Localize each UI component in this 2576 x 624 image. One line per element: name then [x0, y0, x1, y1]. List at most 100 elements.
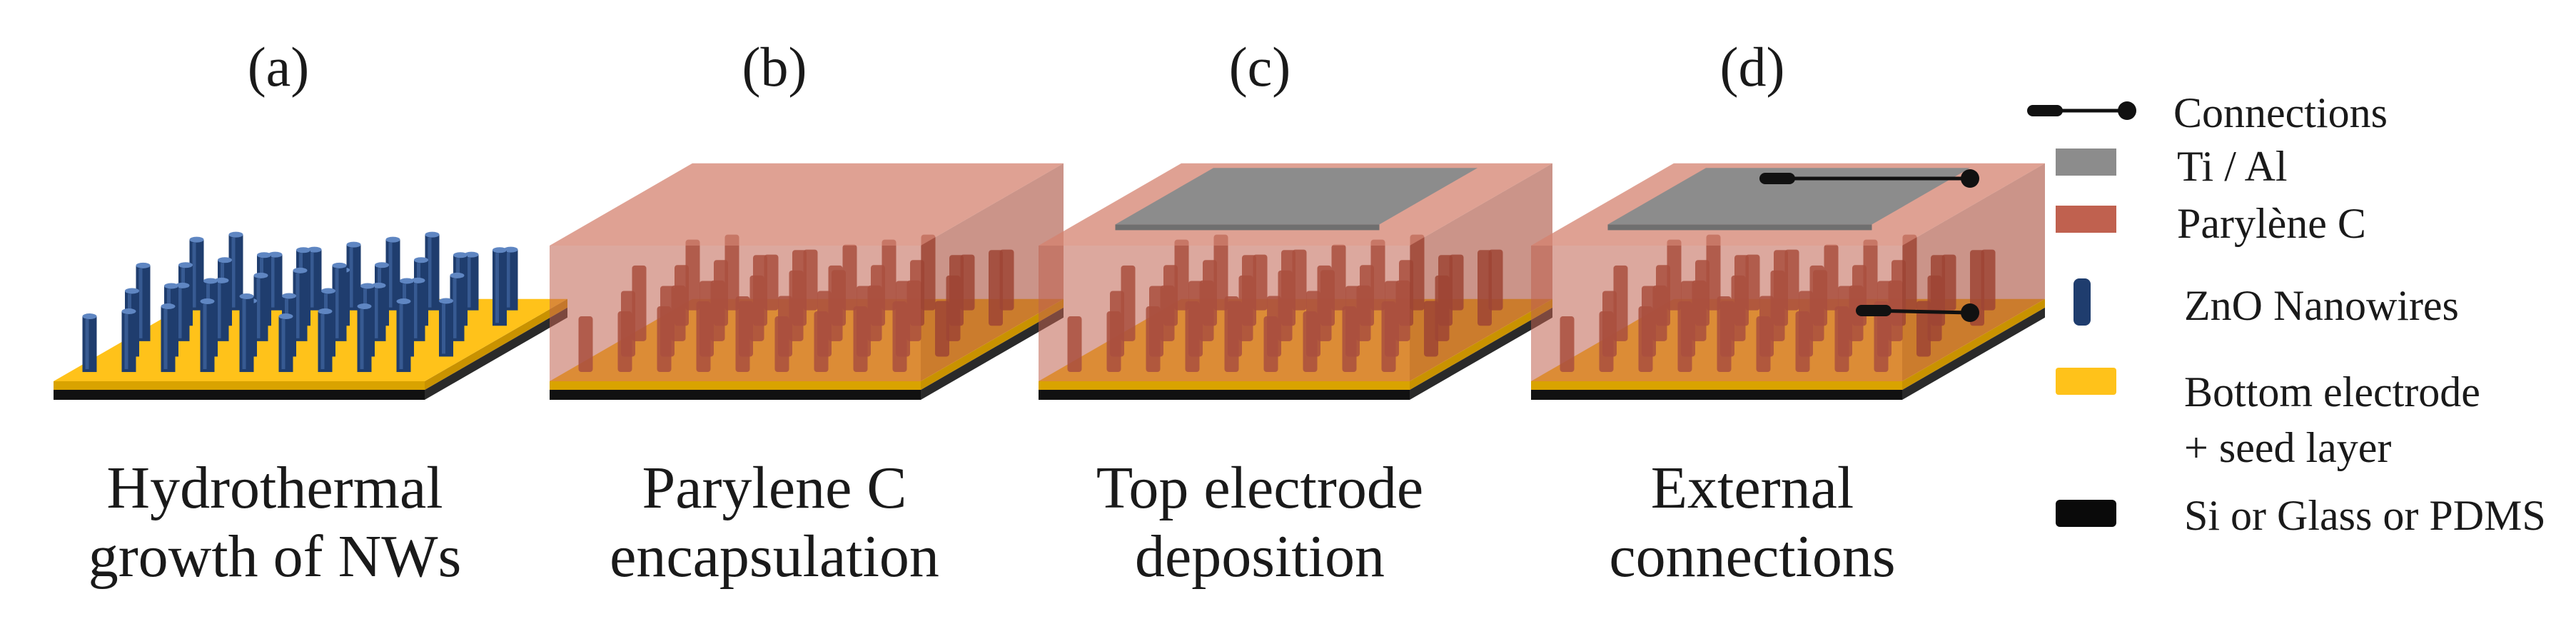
nanowire-tip-a-20: [214, 277, 229, 283]
nanowire-shine-a-4: [349, 247, 353, 308]
nanowire-shine-a-44: [399, 304, 403, 370]
nanowire-shine-a-43: [360, 309, 364, 370]
top-connection-wire: [1759, 169, 1979, 188]
legend-label-connections: Connections: [2173, 89, 2388, 136]
caption-c-line2: deposition: [1135, 523, 1385, 590]
nanowire-a-38: [161, 306, 176, 373]
nanowire-tip-a-26: [450, 272, 465, 278]
metal-top-c: [1115, 168, 1478, 225]
caption-c-line1: Top electrode: [1096, 455, 1424, 521]
panel-label-d: (d): [1719, 36, 1785, 98]
nanowire-tip-a-4: [346, 241, 361, 248]
nanowire-tip-a-15: [414, 257, 428, 263]
top-connection-wire-plug: [1759, 173, 1795, 184]
nanowire-shine-a-1: [231, 237, 236, 308]
substrate-side-c: [1410, 307, 1552, 400]
parylene-block-b: [550, 163, 1064, 382]
legend-swatch-connections: [2027, 101, 2136, 120]
parylene-side-b: [921, 163, 1064, 382]
nanowire-tip-a-14: [375, 262, 389, 268]
substrate-side-a: [425, 307, 567, 400]
nanowire-shine-a-37: [124, 314, 128, 370]
nanowire-a-42: [318, 311, 333, 373]
nanowire-shine-a-36: [85, 319, 89, 370]
substrate-front-c: [1039, 390, 1410, 400]
legend-swatch-substrate: [2056, 500, 2116, 527]
electrode-front-a: [54, 381, 425, 390]
nanowire-tip-a-23: [332, 262, 347, 268]
legend-swatch-connections-dot: [2118, 101, 2136, 120]
nanowire-shine-a-42: [320, 314, 325, 370]
nanowire-tip-a-11: [257, 252, 271, 258]
parylene-front-d: [1531, 246, 1902, 381]
metal-top-d: [1607, 168, 1970, 225]
caption-a: Hydrothermal growth of NWs: [32, 454, 517, 591]
caption-b-line1: Parylene C: [642, 455, 907, 521]
caption-d-line2: connections: [1609, 523, 1896, 590]
nanowire-shine-a-40: [242, 299, 246, 370]
legend-swatch-bottom: [2056, 368, 2116, 395]
legend-label-substrate: Si or Glass or PDMS: [2184, 492, 2546, 539]
bottom-connection-wire-plug: [1856, 305, 1891, 316]
nanowire-tip-a-21: [253, 272, 268, 278]
nanowire-tip-a-34: [400, 278, 414, 284]
nanowire-a-41: [278, 316, 293, 373]
caption-b-line2: encapsulation: [610, 523, 939, 590]
nanowire-tip-a-12: [296, 247, 310, 253]
nanowire-shine-a-5: [388, 242, 393, 308]
nanowire-shine-a-6: [428, 237, 432, 308]
substrate-side-d: [1902, 307, 2045, 400]
nanowire-tip-a-42: [318, 308, 333, 315]
nanowire-shine-a-38: [163, 309, 168, 370]
legend-label-bottom-line2: + seed layer: [2184, 424, 2392, 471]
caption-c: Top electrode deposition: [1017, 454, 1502, 591]
nanowire-tip-a-38: [161, 303, 176, 310]
substrate-front-b: [550, 390, 921, 400]
nanowire-tip-a-35: [439, 298, 453, 304]
nanowire-tip-a-2: [268, 251, 283, 258]
caption-b: Parylene C encapsulation: [532, 454, 1017, 591]
nanowire-shine-a-3: [310, 252, 314, 308]
nanowire-shine-a-25: [413, 283, 418, 338]
nanowire-tip-a-18: [136, 262, 151, 268]
nanowire-tip-a-31: [282, 293, 296, 299]
parylene-front-b: [550, 246, 921, 381]
nanowire-shine-a-8: [506, 252, 510, 308]
panel-label-a: (a): [247, 36, 310, 98]
electrode-side-c: [1410, 298, 1552, 390]
nanowire-tip-a-16: [453, 252, 468, 258]
nanowire-shine-a-20: [217, 283, 221, 338]
electrode-front-c: [1039, 381, 1410, 390]
nanowire-a-44: [396, 301, 411, 373]
panel-label-c: (c): [1228, 36, 1291, 98]
nanowire-shine-a-2: [271, 257, 275, 308]
caption-a-line1: Hydrothermal: [106, 455, 443, 521]
electrode-side-d: [1902, 298, 2045, 390]
nanowire-tip-a-1: [228, 231, 243, 238]
nanowire-tip-a-17: [493, 247, 507, 253]
legend-label-ti-al: Ti / Al: [2177, 143, 2288, 190]
parylene-side-d: [1902, 163, 2045, 382]
nanowire-a-39: [200, 301, 215, 373]
nanowire-shine-a-22: [296, 273, 300, 338]
nanowire-shine-a-21: [256, 278, 261, 338]
electrode-front-d: [1531, 381, 1902, 390]
bottom-connection-wire: [1856, 303, 1979, 322]
electrode-side-a: [425, 298, 567, 390]
nanowire-shine-a-23: [335, 268, 339, 338]
parylene-top-b: [550, 163, 1064, 246]
nanowires-a: [82, 231, 518, 373]
nanowire-tip-a-37: [121, 308, 136, 315]
parylene-side-c: [1410, 163, 1552, 382]
nanowire-tip-a-0: [189, 236, 204, 243]
nanowire-a-37: [121, 311, 136, 373]
electrode-side-b: [921, 298, 1064, 390]
caption-d-line1: External: [1650, 455, 1854, 521]
nanowire-tip-a-8: [503, 246, 518, 253]
nanowire-shine-a-39: [203, 304, 207, 370]
nanowire-a-40: [239, 296, 254, 373]
nanowire-tip-a-27: [125, 288, 139, 294]
nanowire-a-35: [439, 301, 453, 357]
nanowire-tip-a-43: [357, 303, 372, 310]
